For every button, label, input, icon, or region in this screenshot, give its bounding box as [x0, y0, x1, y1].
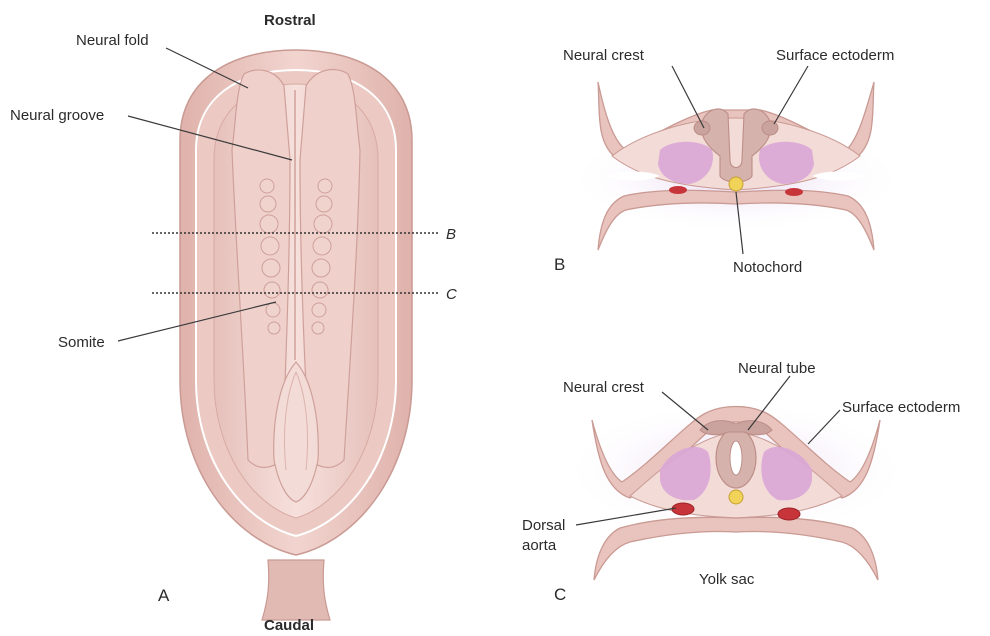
dorsal-aorta-right-b	[785, 188, 803, 196]
label-surface-ectoderm-b: Surface ectoderm	[776, 47, 894, 64]
notochord-c	[729, 490, 743, 504]
label-yolk-sac-c: Yolk sac	[699, 571, 755, 588]
label-dorsal-aorta-line2: aorta	[522, 537, 557, 554]
section-label-c: C	[446, 286, 457, 303]
panel-b-cross-section: Neural crest Surface ectoderm Notochord …	[554, 47, 906, 276]
label-neural-crest-c: Neural crest	[563, 379, 645, 396]
label-notochord-b: Notochord	[733, 259, 802, 276]
panel-letter-b: B	[554, 255, 565, 274]
dorsal-aorta-right-c	[778, 508, 800, 520]
panel-a-embryo: B C Rostral Neural fold Neural groove So…	[10, 12, 457, 634]
dorsal-aorta-left-c	[672, 503, 694, 515]
label-caudal: Caudal	[264, 617, 314, 634]
label-surface-ectoderm-c: Surface ectoderm	[842, 399, 960, 416]
notochord-b	[729, 177, 743, 191]
label-neural-crest-b: Neural crest	[563, 47, 645, 64]
section-label-b: B	[446, 226, 456, 243]
dorsal-aorta-left-b	[669, 186, 687, 194]
panel-c-cross-section: Neural crest Neural tube Surface ectoder…	[522, 360, 960, 604]
label-neural-fold: Neural fold	[76, 32, 149, 49]
label-dorsal-aorta-line1: Dorsal	[522, 517, 565, 534]
label-rostral: Rostral	[264, 12, 316, 29]
panel-letter-c: C	[554, 585, 566, 604]
label-neural-groove: Neural groove	[10, 107, 104, 124]
label-somite: Somite	[58, 334, 105, 351]
panel-letter-a: A	[158, 586, 170, 605]
label-neural-tube-c: Neural tube	[738, 360, 816, 377]
connecting-stalk	[262, 560, 330, 620]
